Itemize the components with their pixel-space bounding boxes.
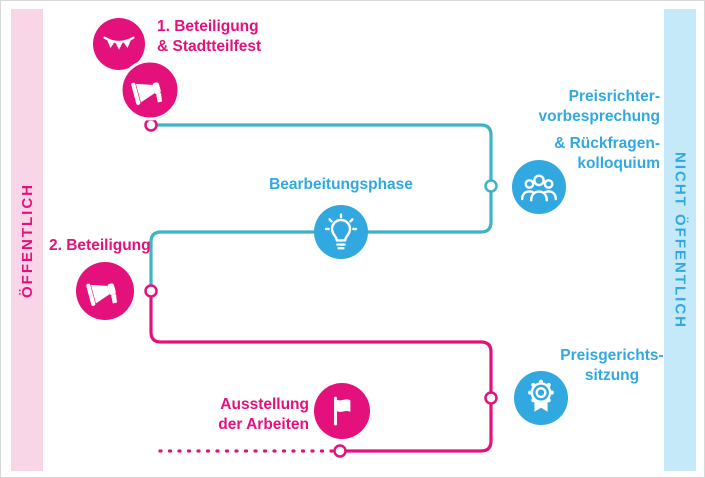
work-phase-badge — [314, 205, 368, 259]
label-exhibition: Ausstellung der Arbeiten — [197, 395, 309, 435]
connector-node-step1 — [144, 118, 158, 132]
public-band: ÖFFENTLICH — [11, 9, 43, 471]
label-jury-session-line2: sitzung — [584, 367, 640, 384]
flow-line-jury-exhibition — [149, 297, 493, 453]
label-step2-text: 2. Beteiligung — [49, 237, 151, 254]
committee-circle — [512, 160, 566, 214]
lightbulb-circle — [314, 205, 368, 259]
label-step1-line2: & Stadtteilfest — [157, 38, 262, 55]
connector-node-jury-briefing — [484, 179, 498, 193]
connector-node-jury-session — [484, 391, 498, 405]
step2-megaphone-badge — [76, 262, 134, 320]
label-exhibition-line2: der Arbeiten — [218, 416, 309, 433]
step1-festival-badge — [93, 18, 145, 70]
label-jury-briefing-line2: vorbesprechung — [538, 108, 660, 125]
label-step1-line1: 1. Beteiligung — [157, 18, 259, 35]
label-jury-session-line1: Preisgerichts- — [560, 347, 664, 364]
label-jury-briefing: Preisrichter- vorbesprechung & Rückfrage… — [539, 87, 660, 174]
exhibition-badge — [314, 383, 370, 439]
label-work-phase-text: Bearbeitungsphase — [269, 176, 413, 193]
label-exhibition-line1: Ausstellung — [220, 396, 309, 413]
jury-briefing-badge — [512, 160, 566, 214]
non-public-band: NICHT ÖFFENTLICH — [664, 9, 696, 471]
flow-line-briefing-phase — [149, 123, 493, 291]
label-work-phase: Bearbeitungsphase — [241, 175, 441, 195]
label-jury-briefing-line4: kolloquium — [577, 155, 660, 172]
connector-node-exhibition — [333, 444, 347, 458]
label-jury-briefing-line3: & Rückfragen- — [554, 135, 660, 152]
step1-megaphone-badge — [119, 59, 181, 121]
label-step1: 1. Beteiligung & Stadtteilfest — [157, 17, 261, 57]
connector-node-step2 — [144, 284, 158, 298]
label-jury-briefing-line1: Preisrichter- — [568, 88, 660, 105]
jury-session-badge — [514, 371, 568, 425]
non-public-band-label: NICHT ÖFFENTLICH — [671, 151, 689, 329]
label-step2: 2. Beteiligung — [49, 236, 151, 256]
label-jury-session: Preisgerichts- sitzung — [553, 346, 671, 386]
